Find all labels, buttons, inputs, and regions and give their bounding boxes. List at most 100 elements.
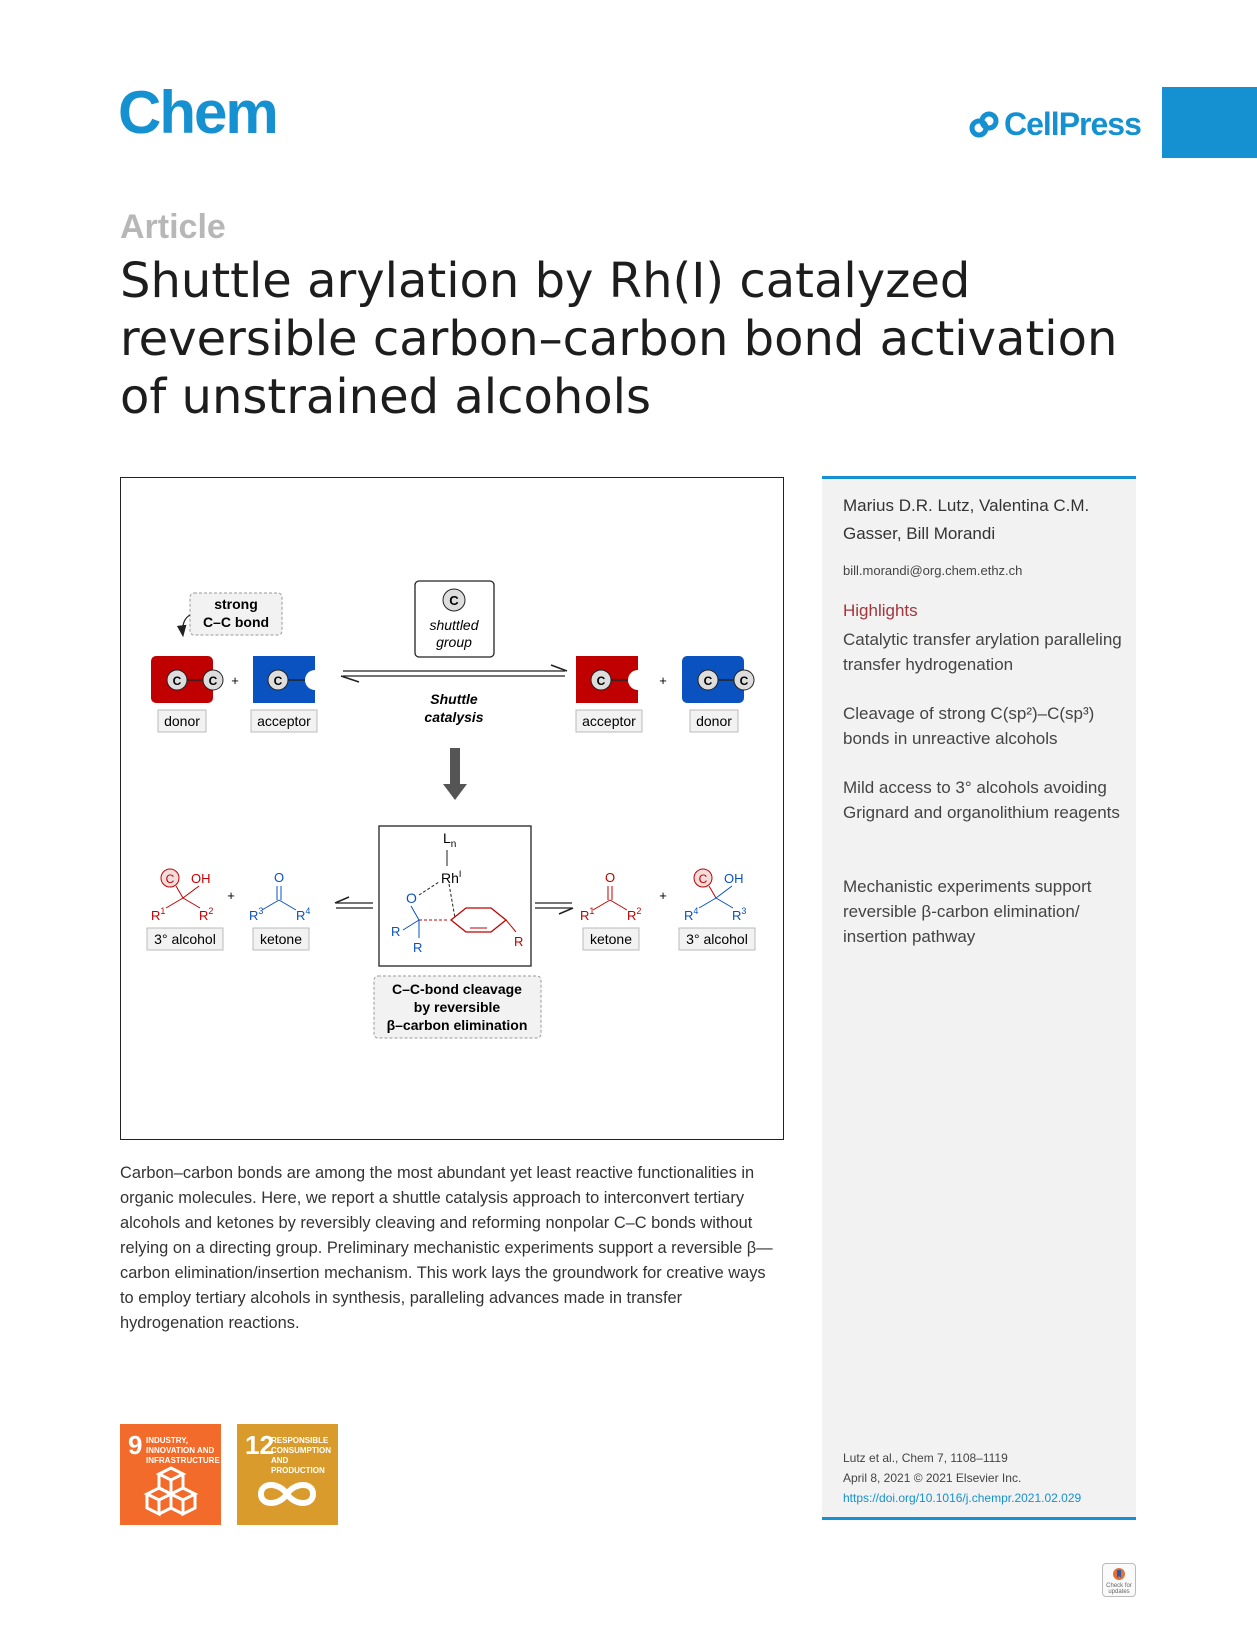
alcohol-left-bond-2 [182, 885, 200, 899]
publisher-name: CellPress [1004, 106, 1142, 142]
plus-4: + [659, 888, 667, 903]
alcohol-left-c-label: C [166, 872, 175, 886]
donor-c2-circle [202, 669, 224, 691]
ketone-left-bond-1 [261, 899, 280, 911]
highlight-item: Cleavage of strong C(sp²)–C(sp³) bonds i… [843, 704, 1095, 748]
alcohol-right-r4: R4 [684, 906, 698, 923]
alcohol-left-oh: OH [191, 871, 211, 886]
sdg-12-badge: 12 RESPONSIBLE CONSUMPTION AND PRODUCTIO… [237, 1424, 338, 1525]
left-eq-head [334, 896, 350, 904]
ketone-label-left: ketone [260, 931, 302, 947]
sdg-12-number: 12 [245, 1430, 274, 1460]
acceptor-tag-left [250, 709, 318, 733]
aryl-r-bond [505, 919, 517, 933]
aryl-r-label: R [514, 934, 523, 949]
alcohol-label-right: 3° alcohol [686, 931, 748, 947]
citation: Lutz et al., Chem 7, 1108–1119 [843, 1451, 1008, 1465]
citation-block: Lutz et al., Chem 7, 1108–1119 April 8, … [843, 1448, 1081, 1508]
shuttled-c-label: C [449, 593, 459, 608]
doi-link[interactable]: https://doi.org/10.1016/j.chempr.2021.02… [843, 1491, 1082, 1505]
ketone-tag-right [582, 927, 640, 951]
article-type: Article [120, 208, 226, 246]
ketone-tag-left [252, 927, 310, 951]
sdg-9-badge: 9 INDUSTRY, INNOVATION AND INFRASTRUCTUR… [120, 1424, 221, 1525]
rh-aryl-interaction [448, 883, 456, 919]
alcohol-left-r1: R1 [151, 906, 165, 923]
alcohol-tag-right [678, 927, 756, 951]
sdg-9-label: INDUSTRY, INNOVATION AND INFRASTRUCTURE [146, 1436, 220, 1465]
alcohol-right-bond-1 [708, 885, 717, 899]
acceptor-label-right: acceptor [582, 713, 636, 729]
alcohol-right-r3: R3 [732, 906, 746, 923]
ketone-left-bond-2 [278, 899, 297, 911]
forward-arrow-head [550, 664, 568, 672]
sdg-12-label: RESPONSIBLE CONSUMPTION AND PRODUCTION [271, 1436, 331, 1475]
shuttle-label-1: Shuttle [430, 691, 478, 707]
publication-date: April 8, 2021 © 2021 Elsevier Inc. [843, 1471, 1022, 1485]
abstract-text: Carbon–carbon bonds are among the most a… [120, 1164, 773, 1332]
alcohol-right-bond-2 [715, 885, 733, 899]
article-title: Shuttle arylation by Rh(I) catalyzed rev… [120, 253, 1118, 425]
alcohol-right-c-circle [693, 868, 713, 888]
shuttled-group-box [414, 580, 495, 658]
alcohol-right-c-label: C [699, 872, 708, 886]
plus-3: + [227, 888, 235, 903]
cleavage-label-3: β–carbon elimination [387, 1017, 528, 1033]
acceptor-right-c-label: C [597, 674, 606, 688]
donor-tag-left [157, 709, 207, 733]
sidebar-panel [822, 476, 1136, 1520]
alcohol-label-left: 3° alcohol [154, 931, 216, 947]
plus-2: + [659, 673, 667, 688]
alcohol-tag-left [146, 927, 224, 951]
ln-label: Ln [443, 830, 456, 850]
alcohol-left-c-circle [160, 868, 180, 888]
down-arrow-shaft [450, 748, 460, 784]
cleavage-callout [373, 975, 542, 1039]
plus-1: + [231, 673, 239, 688]
donor-right-c1-label: C [704, 674, 713, 688]
ketone-left-r3: R3 [249, 906, 263, 923]
scheme-svg: strong C–C bond C shuttled group C C + C… [146, 580, 756, 1039]
alcohol-left-bond-3 [165, 897, 184, 909]
publisher-logo: CellPress [968, 106, 1142, 143]
authors: Marius D.R. Lutz, Valentina C.M. Gasser,… [843, 496, 1090, 543]
shuttle-label-2: catalysis [424, 709, 483, 725]
shuttled-c-circle [442, 588, 466, 612]
journal-logo: Chem [118, 79, 279, 146]
check-for-updates-label: Check for updates [1106, 1583, 1132, 1595]
shuttled-label-1: shuttled [429, 617, 479, 633]
alcohol-left-bond-4 [182, 897, 201, 909]
alcohol-left-r2: R2 [199, 906, 213, 923]
graphical-abstract: strong C–C bond C shuttled group C C + C… [120, 477, 784, 1140]
ketone-right-r2: R2 [627, 906, 641, 923]
o-rh-interaction [418, 881, 440, 896]
mech-r-label-1: R [391, 924, 400, 939]
strong-bond-callout [189, 592, 283, 636]
cleavage-label-1: C–C-bond cleavage [392, 981, 522, 997]
alcohol-right-bond-3 [698, 897, 717, 909]
cleavage-label-2: by reversible [414, 999, 501, 1015]
corner-tab [1162, 87, 1257, 158]
acceptor-tag-right [575, 709, 643, 733]
shuttled-label-2: group [436, 634, 472, 650]
ketone-left-o: O [274, 870, 284, 885]
check-for-updates-badge[interactable]: Check for updates [1102, 1563, 1136, 1597]
donor-c1-label: C [173, 674, 182, 688]
highlight-item: Mild access to 3° alcohols avoiding Grig… [843, 778, 1120, 822]
down-arrow-head [443, 784, 467, 800]
infinity-icon [257, 1482, 317, 1506]
ketone-right-bond-1 [592, 899, 611, 911]
highlight-item: Mechanistic experiments support reversib… [843, 877, 1092, 946]
mech-o-label: O [406, 890, 417, 906]
bookmark-icon [1113, 1568, 1125, 1580]
callout-arrow [176, 614, 191, 638]
donor-right-c2-label: C [740, 674, 749, 688]
strong-bond-label-1: strong [214, 596, 258, 612]
corresponding-email[interactable]: bill.morandi@org.chem.ethz.ch [843, 563, 1023, 578]
alcohol-right-oh: OH [724, 871, 744, 886]
sdg-9-number: 9 [128, 1430, 143, 1460]
acceptor-label-left: acceptor [257, 713, 311, 729]
ketone-label-right: ketone [590, 931, 632, 947]
alcohol-left-bond-1 [175, 885, 184, 899]
mech-r-label-2: R [413, 940, 422, 955]
